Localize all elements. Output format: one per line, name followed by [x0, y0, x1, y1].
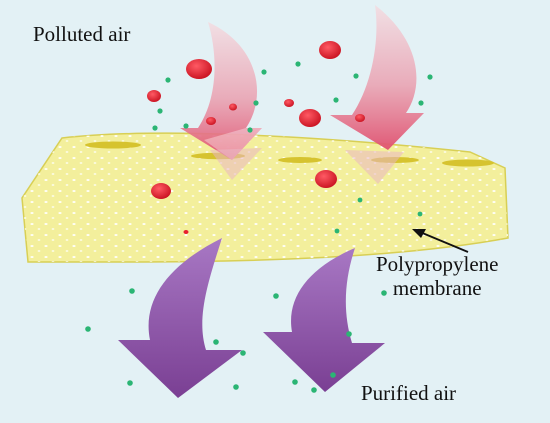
incoming-air-arrow-right	[330, 5, 424, 184]
membrane-label-line2: membrane	[392, 276, 482, 301]
clean-air-particles	[85, 61, 433, 393]
trapped-pollutants	[151, 170, 337, 234]
polluted-air-label: Polluted air	[33, 22, 131, 46]
membrane-label-line1: Polypropylene	[376, 252, 499, 276]
label-pointer-arrow	[412, 229, 469, 253]
outgoing-air-arrow-left	[118, 238, 242, 398]
purified-air-label: Purified air	[361, 381, 457, 405]
incoming-air-arrow-left	[180, 22, 262, 180]
membrane-label: Polypropylene membrane	[376, 252, 498, 300]
outgoing-air-arrow-right	[263, 248, 385, 392]
pollutant-particles	[147, 41, 365, 127]
polypropylene-membrane	[21, 132, 509, 263]
